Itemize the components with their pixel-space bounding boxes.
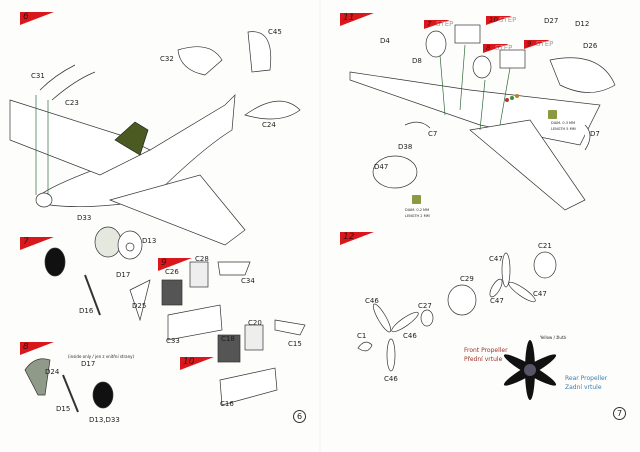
part-label: C24 bbox=[262, 121, 276, 129]
part-label: D17 bbox=[81, 360, 96, 368]
part-label: C33 bbox=[166, 337, 180, 345]
step-number: 8 bbox=[23, 342, 29, 352]
part-label: C15 bbox=[288, 340, 302, 348]
part-label: D24 bbox=[45, 368, 60, 376]
yellow-color-note: Yellow / žlutá bbox=[540, 335, 566, 340]
part-label: D12 bbox=[575, 20, 590, 28]
part-label: C47 bbox=[490, 297, 504, 305]
part-label: D17 bbox=[116, 271, 131, 279]
part-label: C29 bbox=[460, 275, 474, 283]
page-number: 6 bbox=[293, 410, 306, 423]
radiator-drawings bbox=[161, 261, 306, 406]
part-label: C46 bbox=[384, 375, 398, 383]
step-number: 11 bbox=[343, 13, 355, 23]
drill-length: LENGTH 2 MM bbox=[405, 214, 430, 218]
step-ref-flag: 8 bbox=[483, 44, 509, 53]
drill-icon bbox=[548, 110, 557, 119]
part-label: D47 bbox=[374, 163, 389, 171]
drill-length: LENGTH 5 MM bbox=[551, 127, 576, 131]
part-label: D38 bbox=[398, 143, 413, 151]
part-label: C23 bbox=[65, 99, 79, 107]
step-number: 7 bbox=[23, 237, 29, 247]
part-label: C46 bbox=[365, 297, 379, 305]
wing-underside-drawing bbox=[349, 24, 616, 211]
step-number: 9 bbox=[161, 258, 167, 268]
step-ref-number: 10 bbox=[489, 16, 498, 24]
step-number: 10 bbox=[183, 357, 195, 367]
step-ref-flag: 10 bbox=[486, 16, 512, 25]
part-label: D13 bbox=[142, 237, 157, 245]
part-label: D8 bbox=[412, 57, 422, 65]
part-label: C34 bbox=[241, 277, 255, 285]
step-number: 12 bbox=[343, 232, 355, 242]
rear-propeller-label-cz: Zadní vrtule bbox=[565, 384, 602, 391]
landing-gear-drawings bbox=[24, 226, 151, 413]
part-label: D25 bbox=[132, 302, 147, 310]
part-label: D13,D33 bbox=[89, 416, 120, 424]
part-label: D26 bbox=[583, 42, 598, 50]
step-ref-label: STEP bbox=[536, 40, 554, 48]
part-label: C47 bbox=[489, 255, 503, 263]
propeller-drawings bbox=[357, 251, 557, 400]
step-ref-label: STEP bbox=[495, 44, 513, 52]
part-label: C20 bbox=[248, 319, 262, 327]
part-label: C1 bbox=[357, 332, 367, 340]
fuselage-drawing bbox=[9, 31, 301, 246]
drill-icon bbox=[412, 195, 421, 204]
part-label: C46 bbox=[403, 332, 417, 340]
step-ref-label: STEP bbox=[499, 16, 517, 24]
part-label: C26 bbox=[165, 268, 179, 276]
front-propeller-label: Front Propeller bbox=[464, 347, 508, 354]
part-label: C28 bbox=[195, 255, 209, 263]
drill-diameter: DIAM. 0.2 MM bbox=[405, 208, 430, 212]
step-number: 6 bbox=[23, 12, 29, 22]
page-number: 7 bbox=[613, 407, 626, 420]
part-label: D4 bbox=[380, 37, 390, 45]
step-ref-number: 9 bbox=[527, 40, 532, 48]
part-label: C7 bbox=[428, 130, 438, 138]
part-label: C47 bbox=[533, 290, 547, 298]
part-label: C31 bbox=[31, 72, 45, 80]
rear-propeller-label: Rear Propeller bbox=[565, 375, 608, 382]
step-ref-flag: 7 bbox=[424, 20, 450, 29]
part-label: C16 bbox=[220, 400, 234, 408]
inside-only-note: (inside only / jen z vnitřní strany) bbox=[68, 354, 135, 359]
step-ref-number: 8 bbox=[486, 44, 491, 52]
step-ref-label: STEP bbox=[436, 20, 454, 28]
part-label: D16 bbox=[79, 307, 94, 315]
step-ref-flag: 9 bbox=[524, 40, 550, 49]
step-ref-number: 7 bbox=[427, 20, 432, 28]
part-label: D15 bbox=[56, 405, 71, 413]
part-label: D33 bbox=[77, 214, 92, 222]
part-label: C32 bbox=[160, 55, 174, 63]
drill-diameter: DIAM. 0.3 MM bbox=[551, 121, 576, 125]
part-label: C21 bbox=[538, 242, 552, 250]
part-label: C27 bbox=[418, 302, 432, 310]
front-propeller-label-cz: Přední vrtule bbox=[464, 356, 503, 363]
part-label: D7 bbox=[590, 130, 600, 138]
part-label: D27 bbox=[544, 17, 559, 25]
part-label: C45 bbox=[268, 28, 282, 36]
part-label: C18 bbox=[221, 335, 235, 343]
